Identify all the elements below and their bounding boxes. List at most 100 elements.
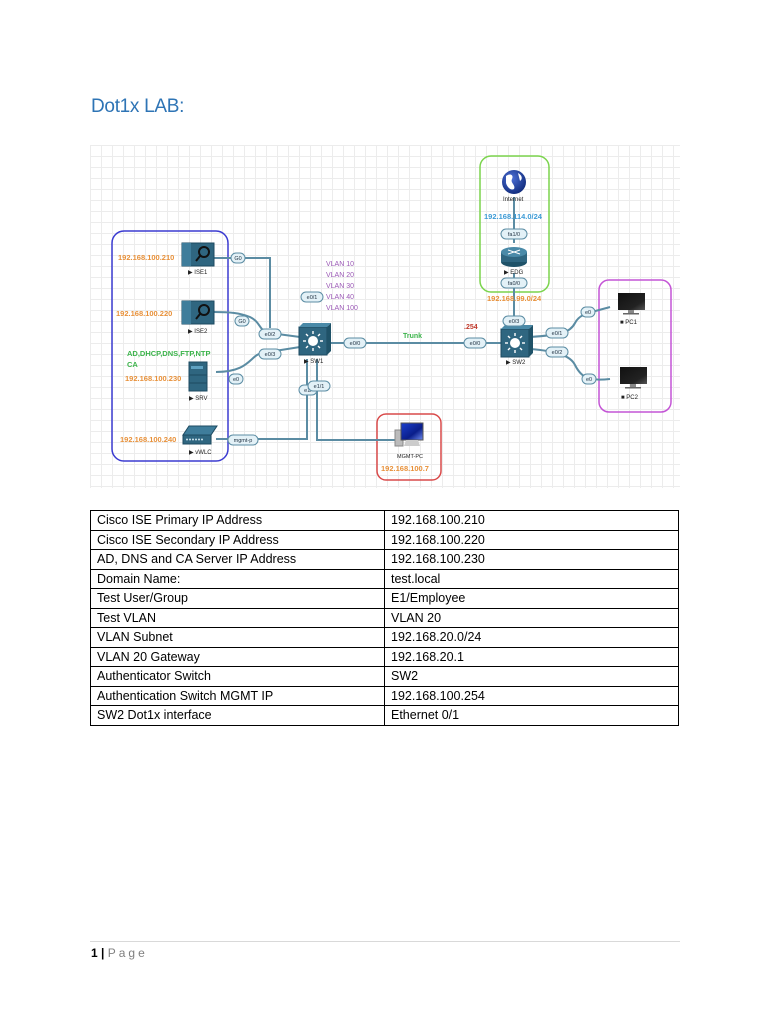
port-label-sw1-e01: e0/1 — [300, 291, 324, 303]
port-label-sw1-e02: e0/2 — [258, 328, 282, 340]
svg-text:e1/: e1/ — [304, 388, 312, 394]
row-value: 192.168.100.220 — [384, 529, 679, 550]
port-label-sw1-e00: e0/0 — [343, 337, 367, 349]
ise2-label: ▶ ISE2 — [188, 329, 208, 335]
magnifier-icon — [198, 304, 210, 316]
row-value: Ethernet 0/1 — [384, 705, 679, 726]
svg-text:e0/1: e0/1 — [552, 331, 563, 337]
srv-services: AD,DHCP,DNS,FTP,NTP — [127, 349, 211, 358]
server-group-box — [111, 230, 229, 462]
row-value: 192.168.100.230 — [384, 549, 679, 570]
link-sw2-pc1 — [529, 306, 611, 338]
row-label: Test User/Group — [90, 588, 385, 609]
port-label-edg-fa00: fa0/0 — [500, 277, 528, 289]
trunk-label: Trunk — [403, 333, 422, 340]
internet-label: Internet — [503, 197, 524, 203]
pc1-label: ■ PC1 — [620, 320, 638, 326]
port-label-sw1-e03: e0/3 — [258, 348, 282, 360]
row-label: Authenticator Switch — [90, 666, 385, 687]
edg-label: ▶ EDG — [504, 270, 524, 276]
port-label-edg-fa10: fa1/0 — [500, 228, 528, 240]
links — [213, 197, 611, 441]
svg-text:G0: G0 — [238, 319, 245, 325]
table-row: Domain Name:test.local — [90, 568, 679, 589]
sw1-device[interactable] — [298, 323, 331, 356]
server-device[interactable] — [188, 361, 208, 392]
port-label-ise1-g0: G0 — [230, 252, 246, 264]
row-label: Domain Name: — [90, 568, 385, 589]
network-diagram: ▶ ISE1 192.168.100.210 ▶ ISE2 192.168.10… — [90, 145, 680, 488]
mgmt-pc-ip: 192.168.100.7 — [381, 464, 429, 473]
svg-text:e0/3: e0/3 — [265, 352, 276, 358]
port-label-sw2-e01: e0/1 — [545, 327, 569, 339]
row-value: SW2 — [384, 666, 679, 687]
row-label: AD, DNS and CA Server IP Address — [90, 549, 385, 570]
pc1-device[interactable] — [618, 293, 645, 315]
footer-divider — [90, 941, 680, 942]
row-label: VLAN 20 Gateway — [90, 646, 385, 667]
port-label-pc2-e0: e0 — [581, 373, 597, 385]
row-value: test.local — [384, 568, 679, 589]
row-label: VLAN Subnet — [90, 627, 385, 648]
svg-text:fa1/0: fa1/0 — [508, 232, 520, 238]
ise2-ip: 192.168.100.220 — [116, 309, 172, 318]
sw2-device[interactable] — [500, 325, 533, 358]
svg-text:e0: e0 — [586, 377, 592, 383]
row-value: 192.168.100.254 — [384, 685, 679, 706]
footer-separator: | — [101, 946, 105, 960]
vlan-label: VLAN 40 — [326, 294, 354, 301]
row-label: Authentication Switch MGMT IP — [90, 685, 385, 706]
sw2-label: ▶ SW2 — [506, 360, 526, 366]
svg-text:fa0/0: fa0/0 — [508, 281, 520, 287]
port-label-ise2-g0: G0 — [234, 315, 250, 327]
ise1-ip: 192.168.100.210 — [118, 253, 174, 262]
row-label: Cisco ISE Secondary IP Address — [90, 529, 385, 550]
row-label: SW2 Dot1x interface — [90, 705, 385, 726]
globe-icon — [502, 170, 526, 194]
pc2-label: ■ PC2 — [621, 395, 639, 401]
page-heading: Dot1x LAB: — [91, 96, 185, 117]
page-number: 1 — [91, 946, 98, 960]
port-label-pc1-e0: e0 — [580, 306, 596, 318]
mgmt-group-box — [376, 413, 442, 481]
svg-text:e0/0: e0/0 — [350, 341, 361, 347]
vlan-label: VLAN 10 — [326, 261, 354, 268]
row-value: VLAN 20 — [384, 607, 679, 628]
srv-services-ca: CA — [127, 360, 138, 369]
vwlc-device[interactable] — [182, 425, 218, 445]
sw2-ip-suffix: .254 — [464, 324, 478, 331]
link-ise2-sw1 — [213, 311, 301, 338]
vlan-label: VLAN 30 — [326, 283, 354, 290]
srv-label: ▶ SRV — [189, 396, 208, 402]
ise2-device[interactable] — [181, 300, 215, 325]
router-device[interactable] — [501, 247, 527, 267]
magnifier-icon — [198, 246, 210, 258]
ise1-device[interactable] — [181, 242, 215, 267]
mgmt-pc-device[interactable] — [394, 422, 424, 447]
svg-text:e0/3: e0/3 — [509, 319, 520, 325]
row-value: E1/Employee — [384, 588, 679, 609]
vwlc-label: ▶ vWLC — [189, 450, 212, 456]
row-value: 192.168.100.210 — [384, 510, 679, 531]
pc2-device[interactable] — [620, 367, 647, 389]
vlan-label: VLAN 100 — [326, 305, 358, 312]
page-label: Page — [107, 946, 148, 960]
port-label-sw2-e00: e0/0 — [463, 337, 487, 349]
vlan-label: VLAN 20 — [326, 272, 354, 279]
internet-subnet: 192.168.114.0/24 — [484, 212, 543, 221]
svg-text:e0: e0 — [233, 377, 239, 383]
svg-text:G0: G0 — [234, 256, 241, 262]
mgmt-pc-label: MGMT-PC — [397, 454, 423, 460]
svg-text:e0: e0 — [585, 310, 591, 316]
vwlc-ip: 192.168.100.240 — [120, 435, 176, 444]
svg-text:e1/1: e1/1 — [314, 384, 325, 390]
pc-group-box — [598, 279, 672, 413]
